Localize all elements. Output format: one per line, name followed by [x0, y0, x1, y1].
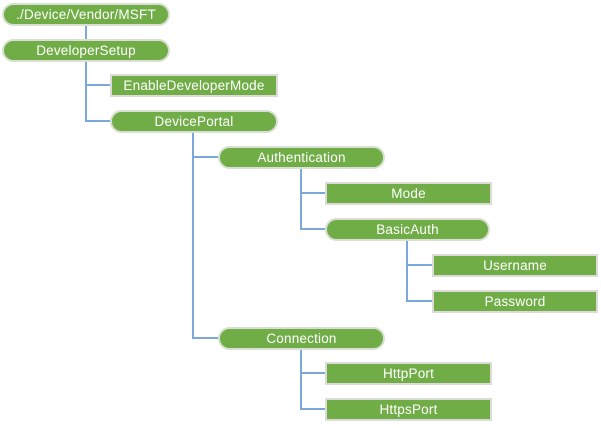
connector-developersetup-trunk: [85, 62, 87, 122]
connector-branch-enabledevelopermode: [85, 84, 110, 86]
connector-branch-basicauth: [300, 228, 325, 230]
node-mode: Mode: [325, 182, 492, 205]
node-enabledevelopermode: EnableDeveloperMode: [110, 74, 278, 97]
connector-msft-developersetup: [85, 26, 87, 39]
node-basicauth: BasicAuth: [325, 218, 490, 241]
connector-basicauth-trunk: [406, 241, 408, 302]
connector-authentication-trunk: [300, 169, 302, 230]
connector-connection-trunk: [300, 350, 302, 410]
node-httpsport: HttpsPort: [325, 398, 492, 421]
connector-branch-password: [406, 300, 432, 302]
connector-branch-connection: [192, 337, 218, 339]
node-developersetup: DeveloperSetup: [2, 39, 170, 62]
connector-branch-httpport: [300, 372, 325, 374]
node-username: Username: [432, 254, 598, 277]
connector-branch-authentication: [192, 156, 218, 158]
node-authentication: Authentication: [218, 146, 385, 169]
connector-deviceportal-trunk: [192, 133, 194, 339]
connector-branch-mode: [300, 192, 325, 194]
connector-branch-deviceportal: [85, 120, 110, 122]
node-deviceportal: DevicePortal: [110, 110, 278, 133]
node-device-vendor-msft: ./Device/Vendor/MSFT: [2, 3, 170, 26]
node-password: Password: [432, 290, 598, 313]
connector-branch-username: [406, 264, 432, 266]
connector-branch-httpsport: [300, 408, 325, 410]
node-connection: Connection: [218, 327, 385, 350]
node-httpport: HttpPort: [325, 362, 492, 385]
